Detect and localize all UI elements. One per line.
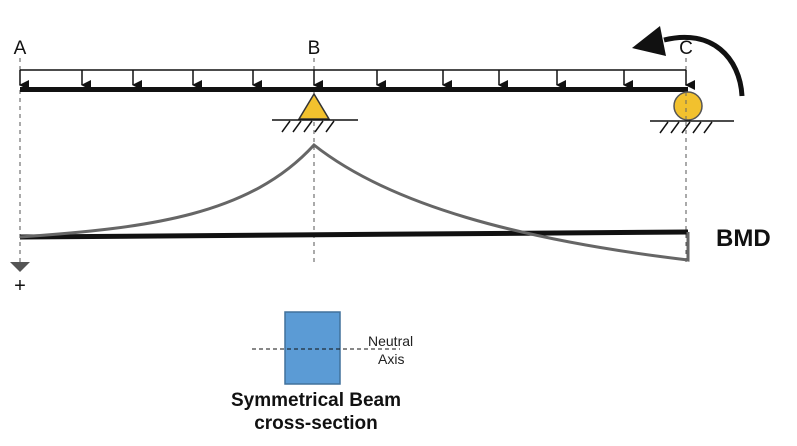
neutral-axis-label-line2: Axis	[378, 351, 404, 367]
positive-sign-indicator: +	[10, 262, 30, 297]
load-arrows	[19, 70, 695, 90]
point-label-c: C	[679, 38, 693, 59]
ground-hatch-b	[281, 120, 335, 133]
pin-support-triangle	[297, 92, 331, 120]
roller-support-circle	[673, 91, 703, 121]
bmd-curve	[19, 142, 690, 262]
neutral-axis-label-line1: Neutral	[368, 333, 413, 349]
down-triangle-icon	[10, 262, 30, 272]
bmd-baseline	[19, 229, 689, 240]
roller-support-c	[650, 91, 734, 134]
distributed-load	[19, 69, 695, 90]
pin-support-b	[272, 92, 358, 133]
point-label-b: B	[308, 38, 321, 59]
point-label-a: A	[14, 38, 27, 59]
cross-section-caption-line2: cross-section	[254, 413, 378, 434]
cross-section: Neutral Axis Symmetrical Beam cross-sect…	[231, 311, 413, 434]
bmd-label: BMD	[716, 225, 771, 252]
cross-section-rectangle	[284, 311, 341, 385]
cross-section-caption-line1: Symmetrical Beam	[231, 390, 401, 411]
beam	[20, 87, 688, 92]
bending-moment-diagram: BMD	[19, 142, 771, 262]
ground-hatch-c	[659, 121, 713, 134]
positive-sign-label: +	[14, 275, 26, 297]
curved-arrow-icon	[632, 26, 745, 97]
